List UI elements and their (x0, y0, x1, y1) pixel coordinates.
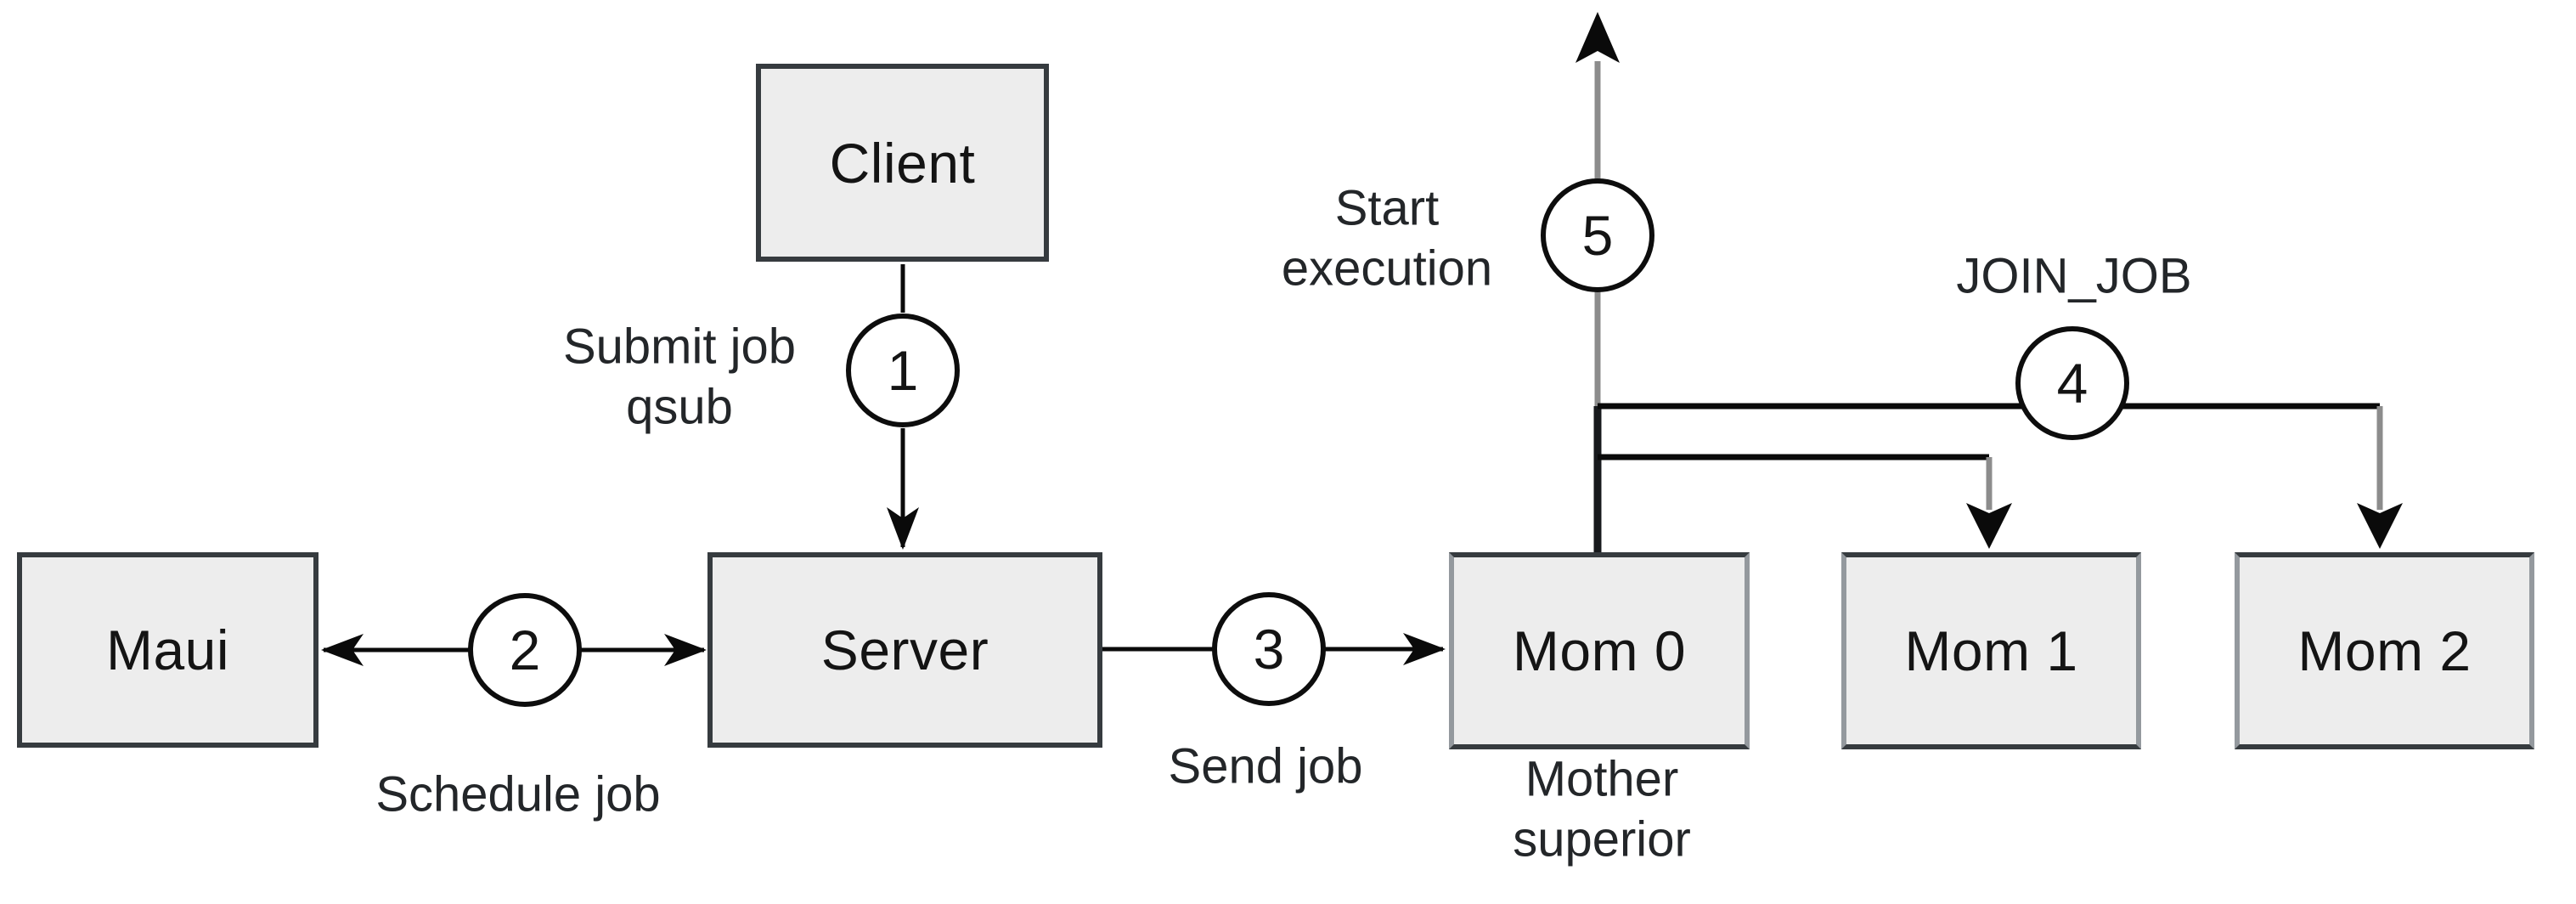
node-mom2-label: Mom 2 (2297, 619, 2472, 682)
node-maui-label: Maui (105, 619, 230, 681)
step-3-number: 3 (1253, 618, 1285, 681)
node-server: Server (707, 552, 1102, 748)
node-maui: Maui (17, 552, 318, 748)
node-client-label: Client (829, 131, 976, 195)
step-circle-4: 4 (2015, 326, 2129, 440)
node-mom0: Mom 0 (1449, 552, 1750, 749)
arrowhead-start-execution (1575, 12, 1620, 63)
step-circle-5: 5 (1541, 178, 1654, 292)
step-4-number: 4 (2056, 352, 2088, 415)
step-circle-1: 1 (846, 314, 960, 427)
node-client: Client (756, 64, 1049, 262)
node-mom2: Mom 2 (2235, 552, 2534, 749)
arrowhead-mom1 (1966, 503, 2012, 549)
step-5-number: 5 (1581, 204, 1614, 267)
node-server-label: Server (820, 619, 989, 681)
step-2-number: 2 (509, 619, 541, 681)
label-join-job: JOIN_JOB (1956, 248, 2192, 304)
node-mom0-label: Mom 0 (1512, 619, 1687, 682)
step-circle-2: 2 (468, 593, 582, 707)
arrowhead-mom2 (2357, 503, 2403, 549)
label-submit-job-qsub: Submit job qsub (562, 319, 797, 434)
step-1-number: 1 (887, 339, 919, 402)
node-mom1-label: Mom 1 (1904, 619, 2078, 682)
label-start-execution: Start execution (1281, 180, 1493, 296)
step-circle-3: 3 (1212, 592, 1326, 706)
label-send-job: Send job (1168, 738, 1363, 794)
label-mother-superior: Mother superior (1513, 751, 1691, 867)
label-schedule-job: Schedule job (375, 766, 661, 822)
node-mom1: Mom 1 (1841, 552, 2141, 749)
